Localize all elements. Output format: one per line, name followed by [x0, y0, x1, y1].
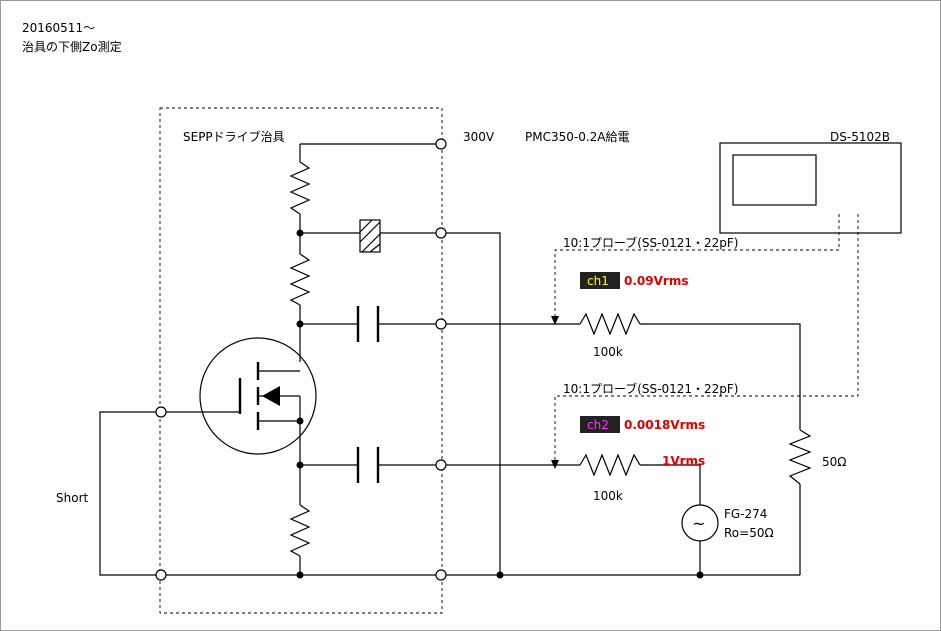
terminal-gate: [155, 406, 167, 418]
resistor-middle: [289, 253, 311, 306]
resistor-upper: [289, 161, 311, 215]
resistor-50ohm: [788, 429, 812, 485]
resistor-lower: [289, 504, 311, 557]
mosfet-symbol: [199, 337, 317, 465]
ch2-badge: [580, 416, 620, 433]
ch2-label: ch2: [587, 418, 609, 432]
scope-model: DS-5102B: [830, 130, 890, 144]
generator-amplitude: 1Vrms: [662, 454, 705, 468]
r2-value: 100k: [593, 489, 623, 503]
supply-source: PMC350-0.2A給電: [525, 130, 630, 144]
ch1-label: ch1: [587, 274, 609, 288]
terminal-choke: [435, 227, 447, 239]
terminal-upper-out: [435, 318, 447, 330]
ch2-reading: 0.0018Vrms: [624, 418, 705, 432]
supply-voltage: 300V: [463, 130, 495, 144]
terminal-300v: [435, 138, 447, 150]
load-value: 50Ω: [822, 455, 846, 469]
probe2-label: 10:1プローブ(SS-0121・22pF): [563, 381, 738, 396]
short-label: Short: [56, 491, 88, 505]
terminal-lower-out: [435, 459, 447, 471]
oscilloscope: DS-5102B: [719, 130, 902, 234]
header-title: 治具の下側Zo測定: [22, 39, 122, 54]
resistor-100k-1: [579, 312, 641, 336]
probe1-label: 10:1プローブ(SS-0121・22pF): [563, 235, 738, 250]
terminal-ground-right: [435, 569, 447, 581]
ch1-reading: 0.09Vrms: [624, 274, 688, 288]
ch1-badge: [580, 272, 620, 289]
r1-value: 100k: [593, 345, 623, 359]
header-date: 20160511～: [22, 21, 95, 35]
generator-model: FG-274: [724, 507, 767, 521]
generator-impedance: Ro=50Ω: [724, 526, 774, 540]
resistor-100k-2: [579, 453, 641, 477]
jig-boundary: [159, 107, 443, 614]
short-wire: [99, 411, 156, 576]
probe1-lead: [551, 214, 840, 325]
jig-title: SEPPドライブ治具: [183, 129, 285, 144]
choke-element: [359, 219, 381, 253]
terminal-ground-left: [155, 569, 167, 581]
generator-glyph: ~: [692, 514, 705, 533]
